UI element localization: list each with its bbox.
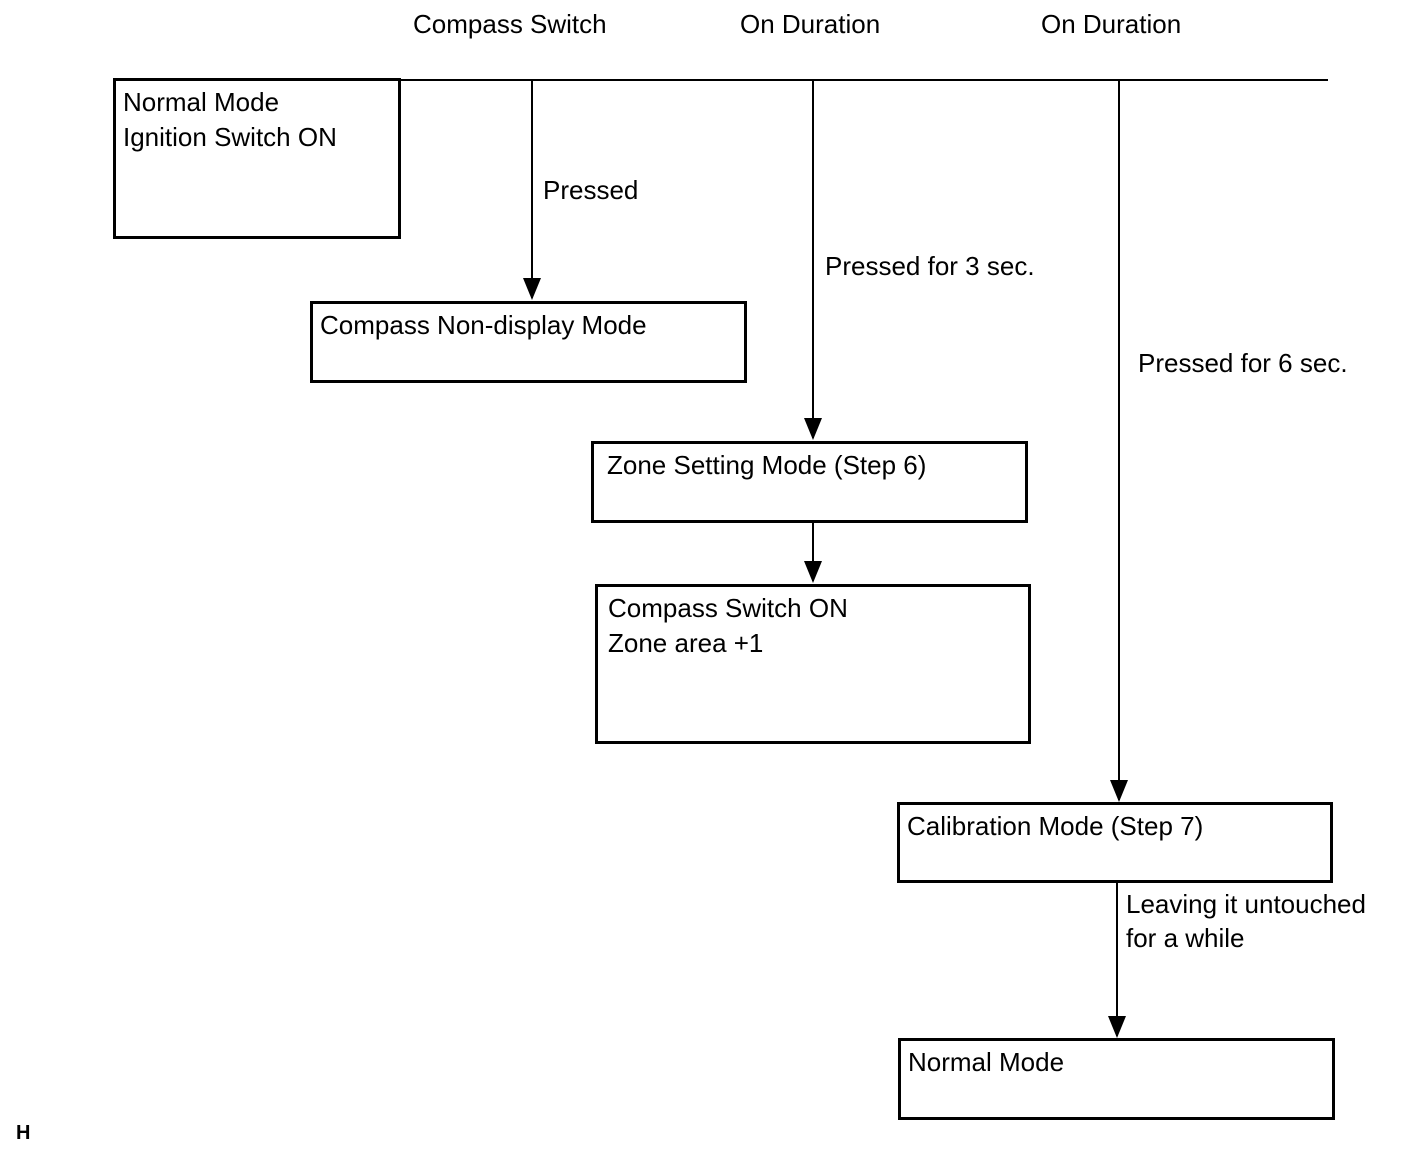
box-calibration: Calibration Mode (Step 7): [897, 802, 1333, 883]
box-compass-switch-on-text: Compass Switch ON Zone area +1: [608, 591, 848, 661]
label-leaving-untouched: Leaving it untouched for a while: [1126, 887, 1366, 955]
box-zone-setting: Zone Setting Mode (Step 6): [591, 441, 1028, 523]
label-pressed-6-sec: Pressed for 6 sec.: [1138, 348, 1348, 378]
box-normal-mode-end: Normal Mode: [898, 1038, 1335, 1120]
arrowhead-zone-setting: [804, 418, 822, 440]
header-compass-switch: Compass Switch: [413, 9, 607, 39]
box-calibration-line1: Calibration Mode (Step 7): [907, 811, 1204, 841]
arrowhead-normal-mode-end: [1108, 1016, 1126, 1038]
arrowhead-compass-switch-on: [804, 561, 822, 583]
label-pressed-3-sec: Pressed for 3 sec.: [825, 251, 1035, 281]
box-normal-mode-start-line2: Ignition Switch ON: [123, 122, 337, 152]
box-normal-mode-start-text: Normal Mode Ignition Switch ON: [123, 85, 337, 155]
header-on-duration-1: On Duration: [740, 9, 881, 39]
box-normal-mode-start: Normal Mode Ignition Switch ON: [113, 78, 401, 239]
box-compass-switch-on-line2: Zone area +1: [608, 628, 764, 658]
box-compass-switch-on: Compass Switch ON Zone area +1: [595, 584, 1031, 744]
footnote-mark: H: [16, 1122, 31, 1144]
arrowhead-calibration: [1110, 780, 1128, 802]
box-compass-non-display: Compass Non-display Mode: [310, 301, 747, 383]
header-on-duration-2: On Duration: [1041, 9, 1182, 39]
box-normal-mode-start-line1: Normal Mode: [123, 87, 280, 117]
box-zone-setting-line1: Zone Setting Mode (Step 6): [607, 450, 927, 480]
box-normal-mode-end-line1: Normal Mode: [908, 1047, 1065, 1077]
box-compass-non-display-line1: Compass Non-display Mode: [320, 310, 647, 340]
box-compass-switch-on-line1: Compass Switch ON: [608, 593, 848, 623]
label-leaving-untouched-line2: for a while: [1126, 923, 1245, 953]
label-pressed: Pressed: [543, 175, 639, 205]
label-leaving-untouched-line1: Leaving it untouched: [1126, 889, 1366, 919]
arrowhead-compass-non-display: [523, 278, 541, 300]
